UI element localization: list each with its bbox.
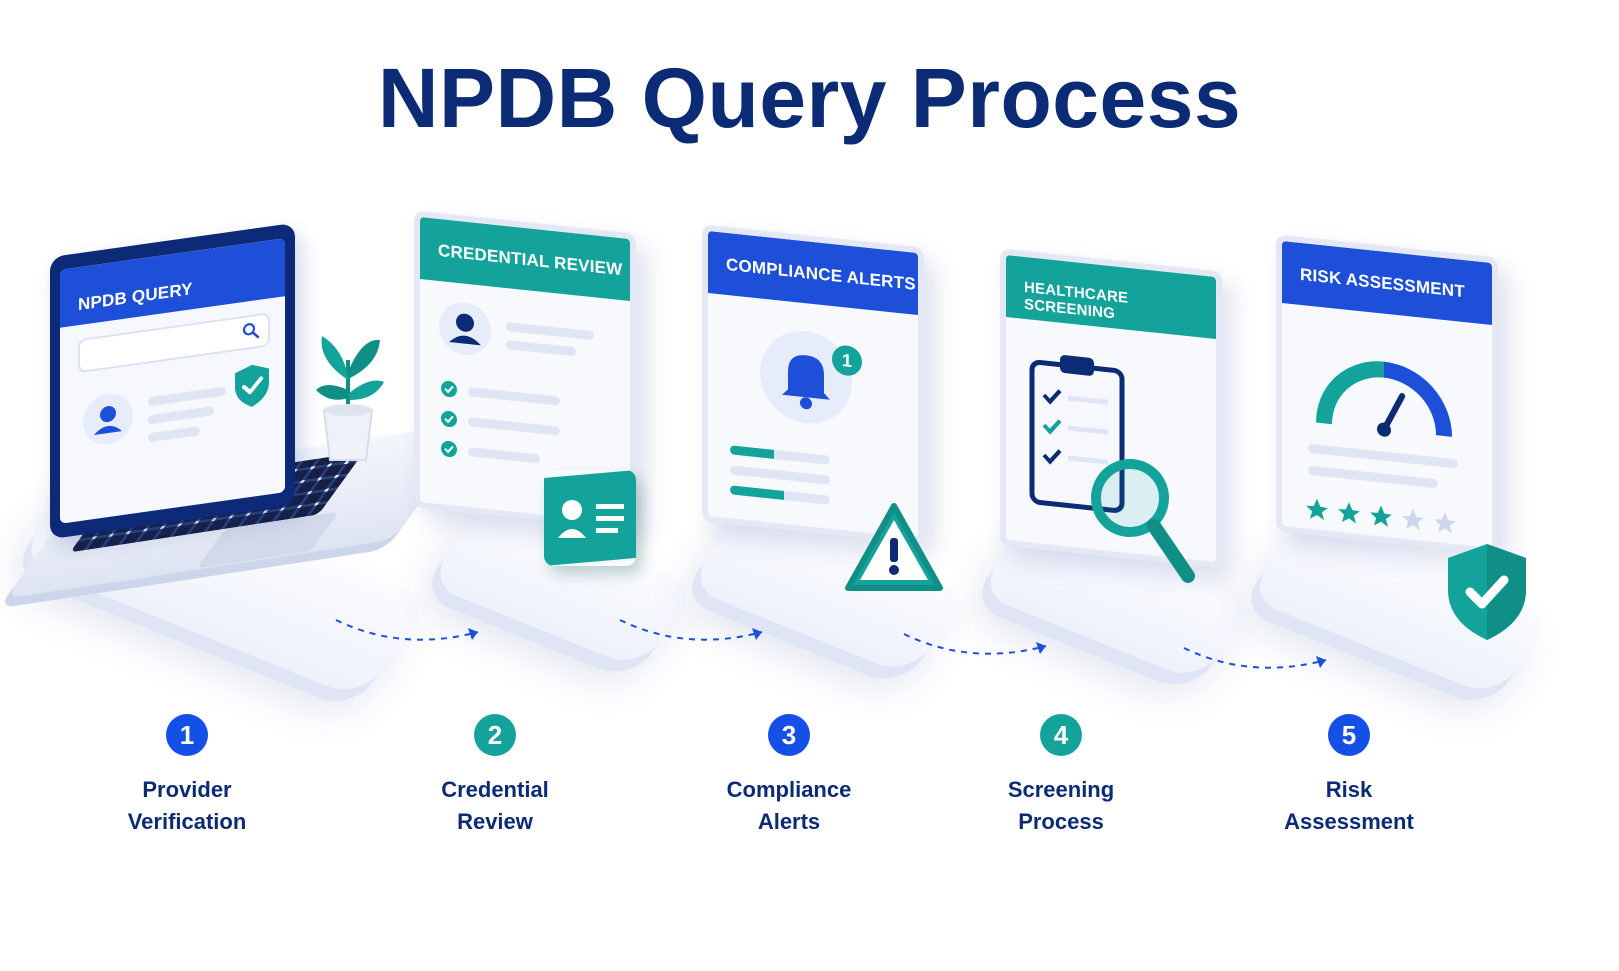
check-circle-icon [441, 380, 457, 398]
credential-check-line [468, 447, 540, 464]
step-label-5-line1: Risk [1325, 777, 1373, 802]
check-circle-icon [441, 440, 457, 458]
credential-check-list [420, 279, 630, 464]
step-label-2-line1: Credential [441, 777, 549, 802]
risk-panel: RISK ASSESSMENT [1276, 234, 1498, 555]
step-number-4: 4 [1040, 714, 1082, 756]
step-number-1: 1 [166, 714, 208, 756]
credential-text-line [506, 340, 576, 357]
step-number-3: 3 [768, 714, 810, 756]
laptop-text-line [148, 426, 200, 443]
risk-text-line [1308, 443, 1458, 469]
step-label-3-line1: Compliance [726, 777, 852, 802]
flow-arrow-2-3 [619, 619, 763, 641]
credential-text-line [506, 322, 594, 341]
credential-check-line [468, 387, 560, 406]
step-label-4: Screening Process [951, 774, 1171, 838]
search-icon [242, 323, 260, 339]
flow-arrow-3-4 [903, 633, 1047, 655]
star-icon [1402, 508, 1424, 531]
step-label-2-line2: Review [457, 809, 533, 834]
star-icon [1434, 512, 1456, 534]
risk-panel-header: RISK ASSESSMENT [1282, 240, 1492, 326]
screening-panel-header: HEALTHCARE SCREENING [1006, 254, 1216, 340]
id-card-icon [544, 470, 636, 566]
risk-text-line [1308, 465, 1438, 489]
check-circle-icon [441, 410, 457, 428]
plant-icon [316, 336, 384, 461]
compliance-text-line [730, 485, 830, 505]
step-label-2: Credential Review [385, 774, 605, 838]
step-number-5: 5 [1328, 714, 1370, 756]
step-number-2: 2 [474, 714, 516, 756]
shield-check-icon [1448, 544, 1526, 640]
laptop-screen: NPDB QUERY [50, 222, 295, 540]
step-label-4-line1: Screening [1007, 777, 1115, 802]
star-rating [1304, 495, 1474, 541]
alert-count: 1 [841, 350, 852, 372]
credential-panel-header: CREDENTIAL REVIEW [420, 216, 630, 302]
flow-arrow-4-5 [1183, 647, 1327, 669]
compliance-panel: COMPLIANCE ALERTS 1 [702, 224, 924, 545]
magnifier-icon [1091, 459, 1195, 583]
user-icon [83, 393, 133, 445]
screening-panel: HEALTHCARE SCREENING [1000, 248, 1222, 569]
clipboard-checklist-icon [1029, 355, 1125, 513]
step-label-3: Compliance Alerts [679, 774, 899, 838]
bell-icon [760, 331, 852, 424]
gauge-icon [1316, 361, 1452, 437]
compliance-text-line [730, 465, 830, 485]
compliance-text-line [730, 445, 830, 465]
step-label-4-line2: Process [1018, 809, 1104, 834]
step-label-3-line2: Alerts [757, 809, 821, 834]
step-label-5-line2: Assessment [1284, 809, 1414, 834]
laptop-text-line [148, 406, 214, 425]
laptop-search-input[interactable] [78, 312, 270, 374]
compliance-panel-header: COMPLIANCE ALERTS [708, 230, 918, 316]
credential-check-line [468, 417, 560, 436]
credential-panel: CREDENTIAL REVIEW [414, 210, 636, 531]
page-title: NPDB Query Process [377, 51, 1242, 145]
user-icon [439, 302, 491, 355]
step-label-5: Risk Assessment [1239, 774, 1459, 838]
star-icon [1370, 505, 1392, 527]
step-label-1-line2: Verification [127, 809, 247, 834]
warning-triangle-icon [845, 503, 943, 591]
star-icon [1338, 502, 1360, 524]
shield-check-icon [235, 364, 269, 407]
star-icon [1306, 498, 1328, 521]
flow-arrow-1-2 [335, 619, 479, 641]
laptop-text-line [148, 386, 226, 407]
step-label-1-line1: Provider [142, 777, 232, 802]
step-label-1: Provider Verification [77, 774, 297, 838]
